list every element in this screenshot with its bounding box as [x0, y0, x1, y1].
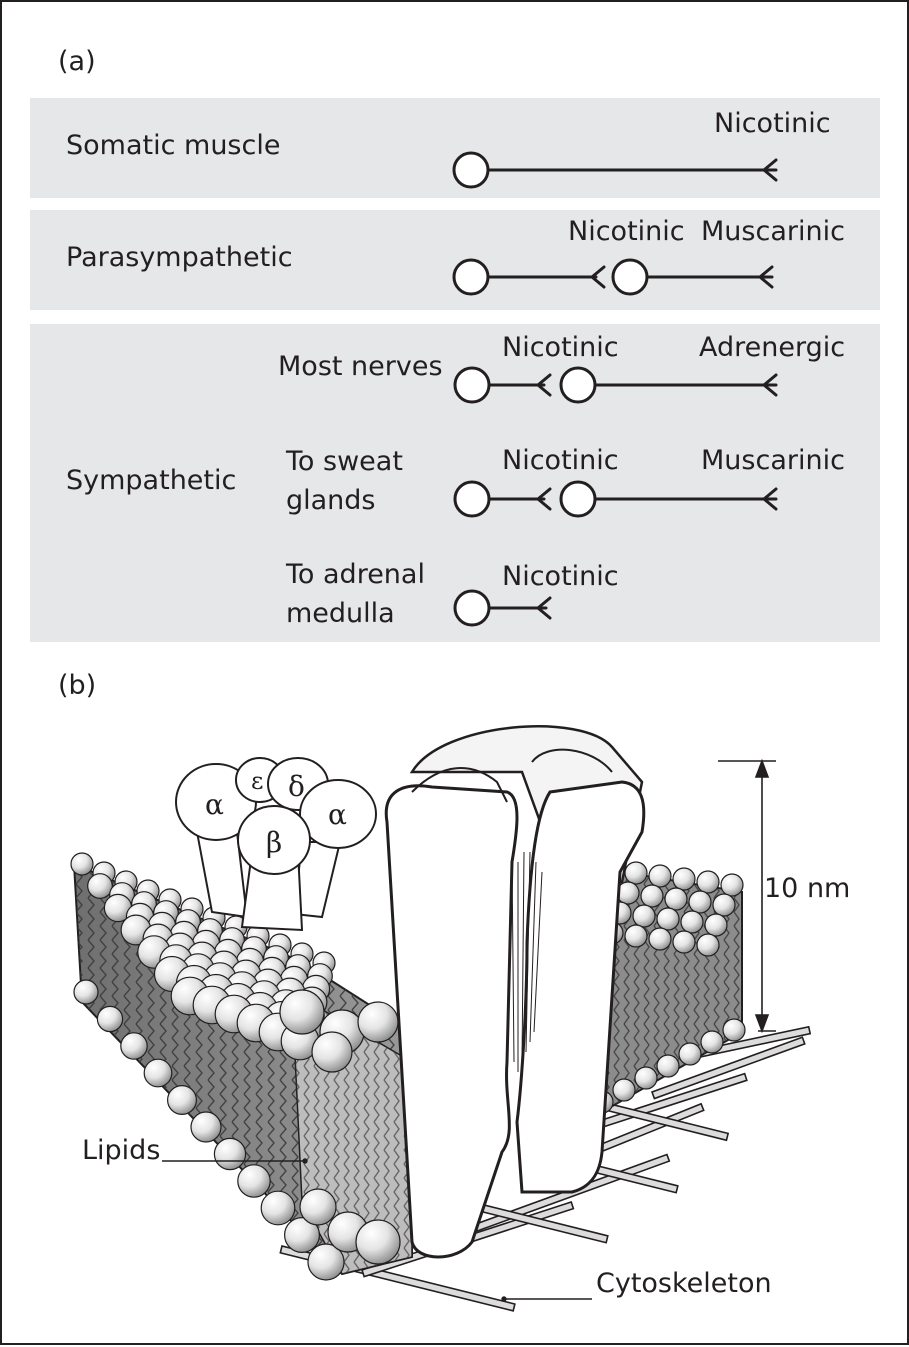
sympathetic-label: Sympathetic	[66, 465, 237, 496]
sympathetic-panel	[30, 324, 880, 642]
most-nerves-receptor1-label: Nicotinic	[502, 332, 619, 363]
lipid-head-bead	[656, 907, 680, 931]
lipid-head-bead	[648, 864, 672, 888]
parasympathetic-preganglionic-neuron	[452, 258, 606, 296]
lipid-head-bead	[87, 873, 113, 899]
lipid-head-bead	[696, 870, 720, 894]
pathway-diagrams	[452, 151, 778, 627]
lipid-head-bead	[648, 927, 672, 951]
sweat-glands-label-line1: To sweat	[286, 446, 403, 477]
somatic-receptor-label: Nicotinic	[714, 108, 831, 139]
lipid-head-bead	[634, 1066, 658, 1090]
lipid-head-bead	[712, 893, 736, 917]
most-nerves-receptor2-label: Adrenergic	[699, 332, 846, 363]
lipid-head-bead	[696, 933, 720, 957]
subunit-beta: β	[266, 826, 282, 859]
lipid-head-bead	[190, 1111, 222, 1143]
adrenal-medulla-label-line1: To adrenal	[286, 559, 425, 590]
lipid-head-bead	[632, 904, 656, 928]
adrenal-preganglionic-neuron	[453, 589, 552, 627]
somatic-motor-neuron	[452, 151, 778, 189]
sweat-receptor2-label: Muscarinic	[701, 445, 845, 476]
lipid-head-bead	[688, 890, 712, 914]
lipid-head-bead	[678, 1042, 702, 1066]
lipid-head-bead	[672, 930, 696, 954]
receptor-subunits: α ε δ β α	[175, 757, 377, 932]
lipid-head-bead	[299, 1188, 337, 1226]
somatic-muscle-label: Somatic muscle	[66, 130, 281, 161]
parasympathetic-label: Parasympathetic	[66, 242, 293, 273]
lipid-head-bead	[672, 867, 696, 891]
lipid-heads	[70, 852, 746, 1281]
parasympathetic-receptor2-label: Muscarinic	[701, 216, 845, 247]
most-nerves-label: Most nerves	[278, 351, 443, 382]
sweat-receptor1-label: Nicotinic	[502, 445, 619, 476]
lipid-head-bead	[70, 852, 94, 876]
lipid-head-bead	[279, 989, 325, 1035]
subunit-alpha-2: α	[328, 798, 347, 831]
lipid-head-bead	[307, 1243, 345, 1281]
lipid-head-bead	[167, 1084, 198, 1115]
lipid-head-bead	[284, 1216, 321, 1253]
parasympathetic-postganglionic-neuron	[611, 258, 774, 296]
subunit-epsilon: ε	[251, 767, 263, 795]
label-leaders	[162, 1158, 592, 1302]
scale-label: 10 nm	[764, 873, 851, 904]
lipid-head-bead	[73, 979, 99, 1005]
lipid-head-bead	[624, 861, 648, 885]
sweat-postganglionic-neuron	[559, 480, 778, 518]
subunit-delta: δ	[288, 770, 305, 803]
lipid-head-bead	[311, 1031, 353, 1073]
lipid-head-bead	[120, 1032, 148, 1060]
cytoskeleton-label: Cytoskeleton	[596, 1268, 772, 1299]
panel-b-label: (b)	[58, 670, 97, 701]
lipid-head-bead	[720, 873, 744, 897]
lipid-head-bead	[640, 884, 664, 908]
sweat-preganglionic-neuron	[453, 480, 552, 518]
lipid-head-bead	[355, 1219, 401, 1265]
lipid-head-bead	[357, 1001, 399, 1043]
parasympathetic-panel	[30, 210, 880, 310]
panel-a-label: (a)	[58, 46, 96, 77]
lipid-head-bead	[624, 924, 648, 948]
lipid-head-bead	[612, 1078, 636, 1102]
lipid-head-bead	[722, 1018, 746, 1042]
lipid-head-bead	[700, 1030, 724, 1054]
lipids-label: Lipids	[82, 1135, 161, 1166]
lipid-head-bead	[680, 910, 704, 934]
adrenal-medulla-label-line2: medulla	[286, 598, 395, 629]
lipid-head-bead	[664, 887, 688, 911]
lipid-head-bead	[213, 1137, 247, 1171]
lipid-head-bead	[656, 1054, 680, 1078]
lipid-head-bead	[260, 1190, 296, 1226]
scale-bar	[718, 758, 776, 1034]
lipid-head-bead	[96, 1005, 124, 1033]
lipid-head-bead	[237, 1164, 271, 1198]
sympathetic-preganglionic-neuron	[453, 366, 552, 404]
somatic-panel	[30, 98, 880, 198]
sympathetic-postganglionic-neuron	[559, 366, 778, 404]
lipid-head-bead	[704, 913, 728, 937]
parasympathetic-receptor1-label: Nicotinic	[568, 216, 685, 247]
receptor-channel-section	[384, 725, 646, 1259]
subunit-alpha-1: α	[205, 788, 224, 821]
sweat-glands-label-line2: glands	[286, 485, 376, 516]
lipid-head-bead	[143, 1058, 173, 1088]
adrenal-receptor1-label: Nicotinic	[502, 561, 619, 592]
